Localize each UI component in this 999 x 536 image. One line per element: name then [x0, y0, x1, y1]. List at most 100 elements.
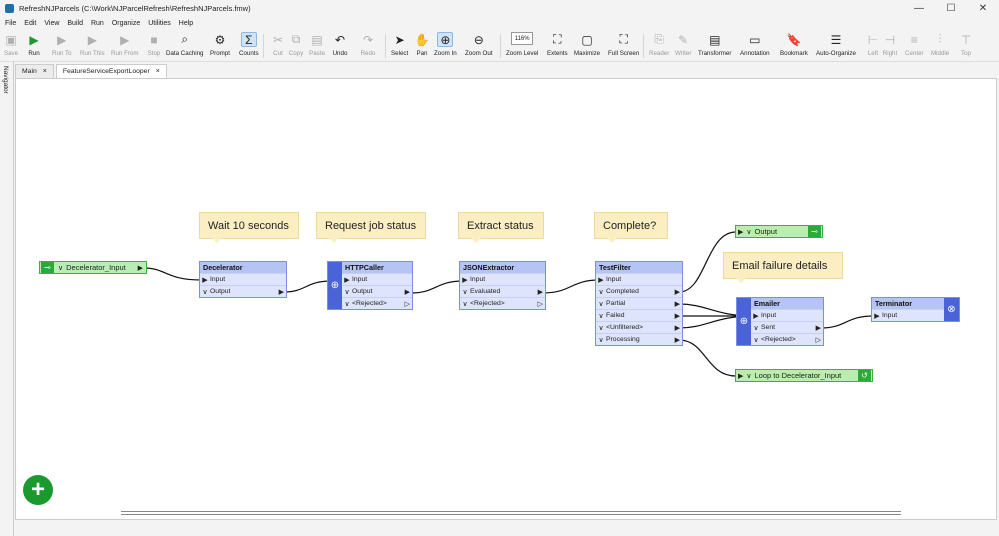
zoom-level-control[interactable]: 116%Zoom Level — [506, 32, 538, 57]
connection-line[interactable] — [410, 280, 464, 294]
connection-line[interactable] — [283, 280, 332, 293]
redo-button[interactable]: ↷Redo — [360, 32, 376, 58]
maximize-button[interactable]: ▢Maximize — [574, 32, 601, 58]
writer-button[interactable]: ✎Writer — [675, 32, 692, 58]
add-transformer-button[interactable]: + — [23, 475, 53, 505]
tab-featureserviceexportlooper[interactable]: FeatureServiceExportLooper × — [55, 64, 167, 78]
loop-icon: ↺ — [858, 370, 871, 381]
menu-organize[interactable]: Organize — [111, 20, 141, 27]
auto-organize-button[interactable]: ☰Auto-Organize — [816, 32, 856, 58]
port-partial[interactable]: ∨Partial▶ — [596, 297, 682, 309]
pan-button[interactable]: ✋Pan — [414, 32, 430, 58]
transformer-decelerator[interactable]: Decelerator ▶Input ∨Output▶ — [199, 261, 287, 298]
paste-button[interactable]: ▤Paste — [309, 32, 325, 58]
annotation-wait[interactable]: Wait 10 seconds — [199, 212, 299, 243]
port-input[interactable]: ▶Input — [342, 273, 412, 285]
annotation-email[interactable]: Email failure details — [723, 252, 843, 283]
undo-button[interactable]: ↶Undo — [332, 32, 348, 58]
maximize-icon[interactable]: ☐ — [946, 3, 956, 14]
tab-main[interactable]: Main × — [15, 64, 54, 78]
port-input[interactable]: ▶Input — [460, 273, 545, 285]
save-button[interactable]: ▣Save — [3, 32, 19, 58]
transformer-httpcaller[interactable]: ⊕ HTTPCaller ▶Input ∨Output▶ ∨<Rejected>… — [327, 261, 413, 310]
run-icon: ▶ — [29, 32, 39, 47]
connection-line[interactable] — [542, 279, 600, 294]
transformer-jsonextractor[interactable]: JSONExtractor ▶Input ∨Evaluated▶ ∨<Rejec… — [459, 261, 546, 310]
run-to-button[interactable]: ▶Run To — [52, 32, 72, 58]
close-tab-icon[interactable]: × — [42, 68, 47, 75]
bookmark-loop[interactable]: ▶ ∨ Loop to Decelerator_Input ↺ — [735, 369, 873, 382]
port-sent[interactable]: ∨Sent▶ — [751, 321, 823, 333]
close-tab-icon[interactable]: × — [155, 68, 160, 75]
zoom-in-button[interactable]: ⊕Zoom In — [434, 32, 457, 57]
minimize-icon[interactable]: — — [914, 3, 924, 14]
connection-line[interactable] — [143, 267, 202, 281]
extents-button[interactable]: ⛶Extents — [547, 32, 568, 57]
annotation-complete[interactable]: Complete? — [594, 212, 668, 243]
reader-button[interactable]: ⎘Reader — [649, 32, 670, 57]
menu-build[interactable]: Build — [67, 20, 83, 27]
connection-line[interactable] — [678, 339, 737, 377]
copy-button[interactable]: ⧉Copy — [288, 32, 304, 57]
stop-button[interactable]: ■Stop — [147, 32, 161, 58]
data-caching-button[interactable]: ⌕Data Caching — [166, 32, 204, 57]
port-input[interactable]: ▶Input — [872, 309, 944, 321]
bookmark-button[interactable]: 🔖Bookmark — [780, 32, 808, 58]
full-screen-button[interactable]: ⛶Full Screen — [608, 32, 640, 57]
transformer-terminator[interactable]: Terminator ▶Input ⊗ — [871, 297, 960, 322]
run-button[interactable]: ▶Run — [26, 32, 42, 58]
port-failed[interactable]: ∨Failed▶ — [596, 309, 682, 321]
port-processing[interactable]: ∨Processing▶ — [596, 333, 682, 345]
output-port-icon[interactable]: ▶ — [137, 264, 143, 272]
cut-button[interactable]: ✂Cut — [270, 32, 286, 58]
input-port-icon[interactable]: ▶ — [738, 228, 744, 236]
port-input[interactable]: ▶Input — [200, 273, 286, 285]
zoom-level-field[interactable]: 116% — [511, 32, 534, 45]
annotation-button[interactable]: ▭Annotation — [740, 32, 770, 58]
port-rejected[interactable]: ∨<Rejected>▷ — [460, 297, 545, 309]
align-left-button[interactable]: ⊢Left — [865, 32, 881, 58]
align-right-button[interactable]: ⊣Right — [882, 32, 898, 58]
input-port-icon[interactable]: ▶ — [738, 372, 744, 380]
select-button[interactable]: ➤Select — [391, 32, 409, 58]
redo-icon: ↷ — [362, 32, 374, 47]
menu-run[interactable]: Run — [90, 20, 104, 27]
transformer-testfilter[interactable]: TestFilter ▶Input ∨Completed▶ ∨Partial▶ … — [595, 261, 683, 346]
connection-line[interactable] — [820, 315, 874, 329]
transformer-button[interactable]: ▤Transformer — [698, 32, 732, 58]
align-top-button[interactable]: ⊤Top — [958, 32, 974, 58]
annotation-request[interactable]: Request job status — [316, 212, 426, 243]
port-input[interactable]: ▶Input — [596, 273, 682, 285]
bookmark-decelerator-input[interactable]: ⊸ ∨ Decelerator_Input ▶ — [39, 261, 147, 274]
port-output[interactable]: ∨Output▶ — [200, 285, 286, 297]
workspace-canvas[interactable]: Wait 10 seconds Request job status Extra… — [15, 78, 997, 520]
port-rejected[interactable]: ∨<Rejected>▷ — [751, 333, 823, 345]
counts-icon: Σ — [240, 32, 257, 47]
annotation-extract[interactable]: Extract status — [458, 212, 544, 243]
prompt-button[interactable]: ⚙Prompt — [210, 32, 230, 58]
menu-help[interactable]: Help — [178, 20, 194, 27]
menu-utilities[interactable]: Utilities — [148, 20, 171, 27]
menu-edit[interactable]: Edit — [24, 20, 37, 27]
hand-icon: ✋ — [414, 32, 430, 47]
port-evaluated[interactable]: ∨Evaluated▶ — [460, 285, 545, 297]
menu-file[interactable]: File — [5, 20, 17, 27]
run-this-button[interactable]: ▶Run This — [80, 32, 105, 58]
port-completed[interactable]: ∨Completed▶ — [596, 285, 682, 297]
connection-line[interactable] — [678, 231, 737, 293]
run-from-button[interactable]: ▶Run From — [111, 32, 139, 58]
port-output[interactable]: ∨Output▶ — [342, 285, 412, 297]
align-middle-button[interactable]: ⫶Middle — [931, 32, 950, 57]
align-center-button[interactable]: ≡Center — [905, 32, 924, 58]
navigator-panel-tab[interactable]: Navigator — [0, 62, 14, 536]
close-icon[interactable]: ✕ — [978, 3, 988, 14]
port-input[interactable]: ▶Input — [751, 309, 823, 321]
transformer-emailer[interactable]: ⊕ Emailer ▶Input ∨Sent▶ ∨<Rejected>▷ — [736, 297, 824, 346]
port-rejected[interactable]: ∨<Rejected>▷ — [342, 297, 412, 309]
menu-view[interactable]: View — [44, 20, 60, 27]
bookmark-output[interactable]: ▶ ∨ Output ⊸ — [735, 225, 823, 238]
port-unfiltered[interactable]: ∨<Unfiltered>▶ — [596, 321, 682, 333]
zoom-out-button[interactable]: ⊖Zoom Out — [465, 32, 493, 58]
horizontal-scrollbar[interactable] — [121, 511, 901, 515]
